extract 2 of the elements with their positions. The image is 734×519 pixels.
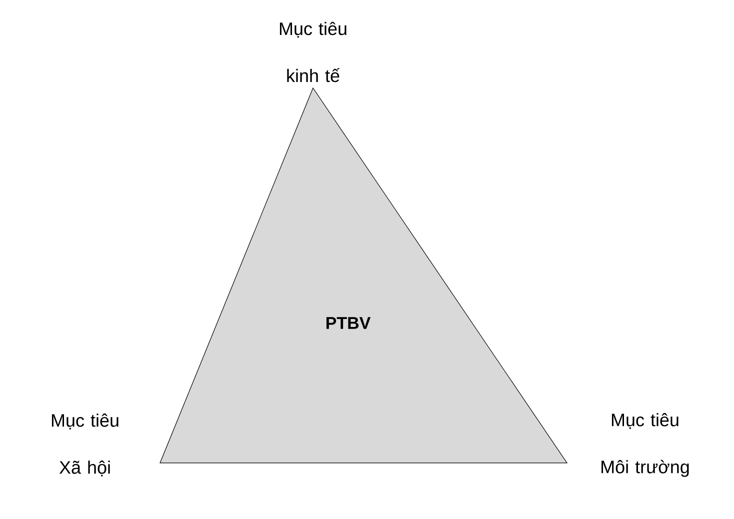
corner-label: Mục tiêu Xã hội	[52, 414, 118, 476]
corner-label: Mục tiêu Môi trường	[602, 413, 689, 477]
